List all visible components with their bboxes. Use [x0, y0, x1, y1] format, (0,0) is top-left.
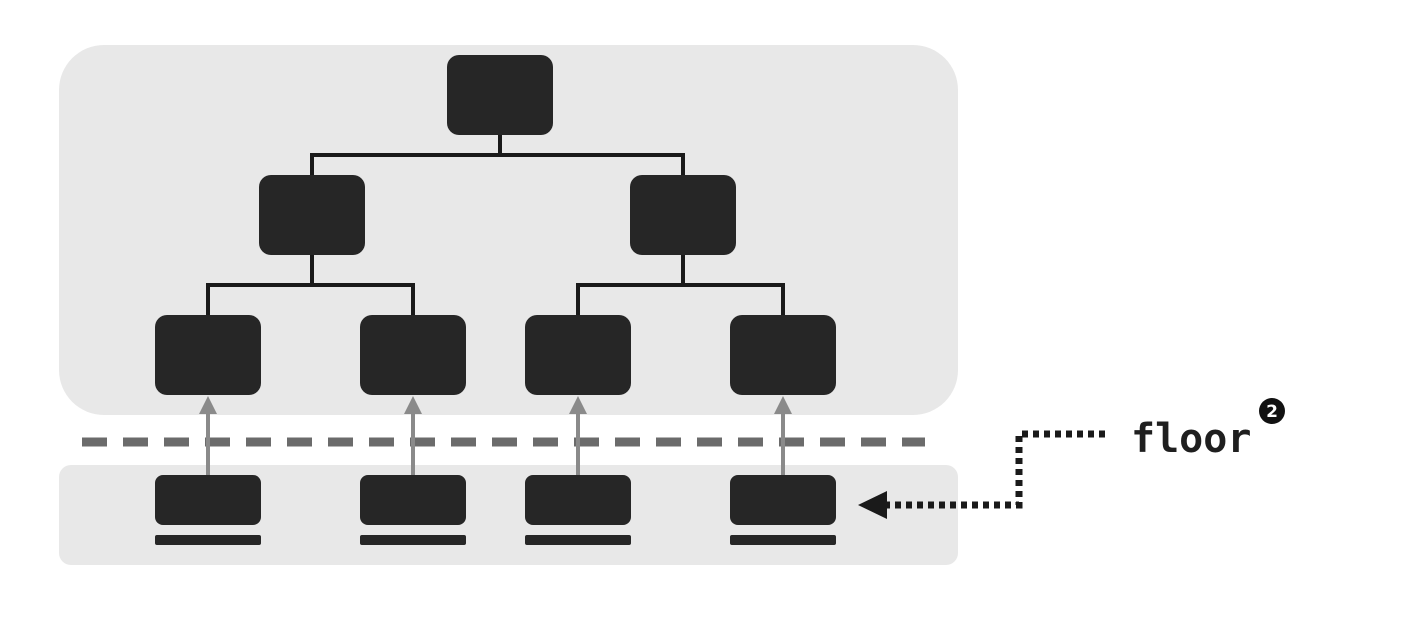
connector-left [206, 255, 415, 315]
floor-label: floor [1131, 416, 1251, 462]
bottom-block-2 [360, 475, 466, 525]
connector-right [576, 255, 785, 315]
connector-root [310, 135, 685, 175]
node-root [447, 55, 553, 135]
node-leaf-3 [525, 315, 631, 395]
node-level1-right [630, 175, 736, 255]
bottom-block-1 [155, 475, 261, 525]
upward-arrows [199, 396, 792, 475]
tree-connectors [206, 135, 785, 315]
node-leaf-1 [155, 315, 261, 395]
bottom-block-3 [525, 475, 631, 525]
node-leaf-2 [360, 315, 466, 395]
tree-nodes [155, 55, 836, 395]
badge-circle [1259, 398, 1285, 424]
floor-pointer [858, 430, 1105, 519]
pointer-arrowhead [858, 491, 887, 519]
bottom-bar-3 [525, 535, 631, 545]
badge-number: 2 [1266, 402, 1278, 422]
bottom-bar-4 [730, 535, 836, 545]
bottom-bar-2 [360, 535, 466, 545]
bottom-block-4 [730, 475, 836, 525]
bottom-bar-1 [155, 535, 261, 545]
node-level1-left [259, 175, 365, 255]
dotted-pointer-line [885, 430, 1105, 509]
bottom-blocks [155, 475, 836, 545]
node-leaf-4 [730, 315, 836, 395]
